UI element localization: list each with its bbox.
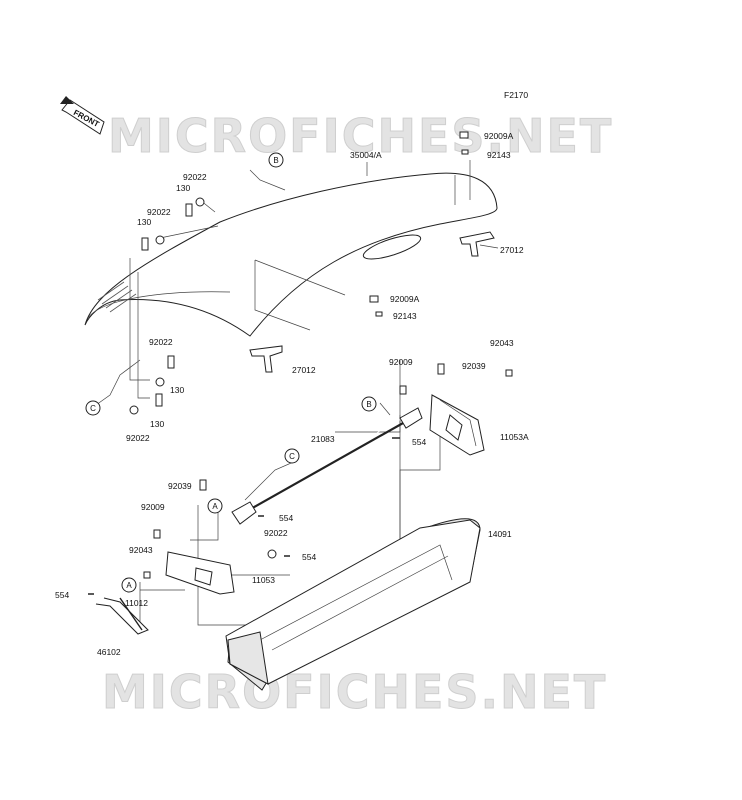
svg-text:B: B xyxy=(273,156,278,165)
diagram-code: F2170 xyxy=(504,90,528,100)
washer-icon xyxy=(129,197,277,559)
label-92039-left: 92039 xyxy=(168,481,192,491)
label-554-b: 554 xyxy=(279,513,293,523)
label-14091: 14091 xyxy=(488,529,512,539)
label-92043-left: 92043 xyxy=(129,545,153,555)
label-92022-a: 92022 xyxy=(183,172,207,182)
callout-a-mid: A xyxy=(207,498,223,514)
label-130-c: 130 xyxy=(170,385,184,395)
label-27012-right: 27012 xyxy=(500,245,524,255)
watermark-top: MICROFICHES.NET xyxy=(108,109,613,163)
label-130-a: 130 xyxy=(176,183,190,193)
callout-b-mid: B xyxy=(361,396,377,412)
label-92022-d: 92022 xyxy=(126,433,150,443)
label-92022-b: 92022 xyxy=(147,207,171,217)
callout-b-top: B xyxy=(268,152,284,168)
canopy-part[interactable] xyxy=(84,172,498,337)
callout-c-left: C xyxy=(85,400,101,416)
label-92143-mid: 92143 xyxy=(393,311,417,321)
callout-a-left: A xyxy=(121,577,137,593)
callout-c-mid: C xyxy=(284,448,300,464)
tray-part[interactable] xyxy=(225,518,481,691)
svg-text:C: C xyxy=(289,452,295,461)
label-canopy: 35004/A xyxy=(350,150,382,160)
clamp-27012-right[interactable] xyxy=(459,231,495,257)
svg-text:A: A xyxy=(212,502,218,511)
bolt-icon xyxy=(141,203,193,407)
label-554-a: 554 xyxy=(412,437,426,447)
label-46102: 46102 xyxy=(97,647,121,657)
svg-text:A: A xyxy=(126,581,132,590)
svg-text:B: B xyxy=(366,400,371,409)
label-92009-right: 92009 xyxy=(389,357,413,367)
label-92009a-top: 92009A xyxy=(484,131,514,141)
label-11012: 11012 xyxy=(125,598,148,608)
bracket-right-part[interactable] xyxy=(429,394,485,456)
label-11053: 11053 xyxy=(252,575,275,585)
clamp-27012-left[interactable] xyxy=(249,345,283,373)
label-21083: 21083 xyxy=(311,434,335,444)
label-92043-right: 92043 xyxy=(490,338,514,348)
handle-part[interactable] xyxy=(95,597,149,635)
pin-icon xyxy=(88,437,400,595)
label-130-d: 130 xyxy=(150,419,164,429)
label-27012-left: 27012 xyxy=(292,365,316,375)
label-11053a: 11053A xyxy=(500,432,529,442)
watermark-bottom: MICROFICHES.NET xyxy=(102,665,607,719)
label-92009a-mid: 92009A xyxy=(390,294,420,304)
label-92039-right: 92039 xyxy=(462,361,486,371)
label-92022-e: 92022 xyxy=(264,528,288,538)
label-554-d: 554 xyxy=(55,590,69,600)
label-130-b: 130 xyxy=(137,217,151,227)
bracket-left-part[interactable] xyxy=(165,551,235,595)
label-92143-top: 92143 xyxy=(487,150,511,160)
label-554-c: 554 xyxy=(302,552,316,562)
label-92022-c: 92022 xyxy=(149,337,173,347)
front-arrow-icon: FRONT xyxy=(60,96,105,135)
label-92009-left: 92009 xyxy=(141,502,165,512)
screw-icon xyxy=(143,131,513,579)
svg-text:C: C xyxy=(90,404,96,413)
rail-part[interactable] xyxy=(231,407,423,525)
